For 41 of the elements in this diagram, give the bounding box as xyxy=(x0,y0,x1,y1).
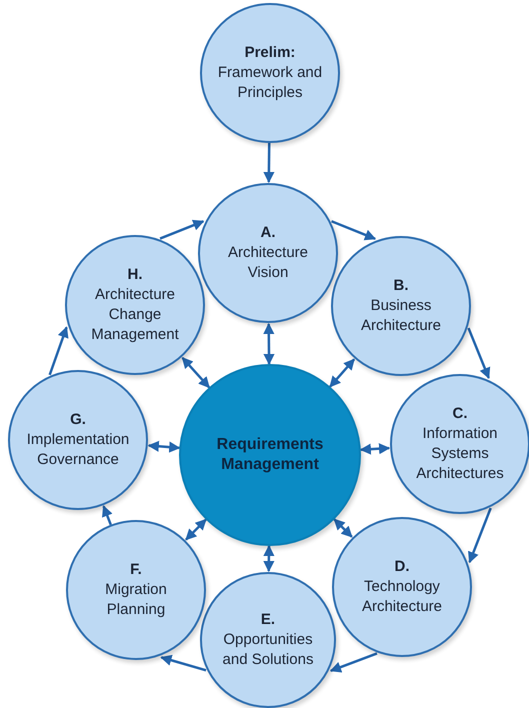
phase-circle xyxy=(200,572,336,708)
arrow xyxy=(467,328,490,380)
arrow xyxy=(263,544,275,572)
arrow xyxy=(160,654,206,672)
arrow xyxy=(331,220,376,240)
arrow xyxy=(333,518,353,538)
phase-circle xyxy=(65,235,205,375)
phase-title: Opportunities and Solutions xyxy=(222,630,314,670)
phase-title: Requirements Management xyxy=(216,435,324,475)
phase-title: Architecture Change Management xyxy=(90,285,180,345)
phase-circle xyxy=(332,517,472,657)
phase-title: Technology Architecture xyxy=(360,577,444,617)
phase-title: Implementation Governance xyxy=(26,430,130,470)
arrow xyxy=(185,518,207,540)
phase-title: Framework and Principles xyxy=(216,63,324,103)
phase-letter: B. xyxy=(392,276,410,296)
arrow xyxy=(330,652,378,672)
arrow xyxy=(148,440,180,453)
phase-letter: Prelim: xyxy=(244,43,296,63)
phase-circle xyxy=(198,183,338,323)
phase-letter: C. xyxy=(452,404,468,424)
arrow xyxy=(263,322,275,366)
phase-title: Information Systems Architectures xyxy=(415,424,505,484)
arrow xyxy=(48,326,68,376)
phase-title: Architecture Vision xyxy=(226,243,310,283)
arrow xyxy=(468,508,492,564)
arrow xyxy=(102,505,112,526)
phase-letter: H. xyxy=(126,265,144,285)
arrow xyxy=(329,358,356,388)
phase-letter: F. xyxy=(129,560,143,580)
arrow xyxy=(360,443,390,455)
phase-title: Migration Planning xyxy=(104,580,168,620)
phase-letter: G. xyxy=(69,410,87,430)
phase-letter: E. xyxy=(260,610,276,630)
phase-letter: A. xyxy=(260,223,276,243)
arrow xyxy=(182,356,210,388)
phase-title: Business Architecture xyxy=(360,296,442,336)
arrow xyxy=(263,142,275,184)
arrow xyxy=(160,220,204,240)
phase-letter: D. xyxy=(394,557,410,577)
phase-circle xyxy=(390,374,529,514)
